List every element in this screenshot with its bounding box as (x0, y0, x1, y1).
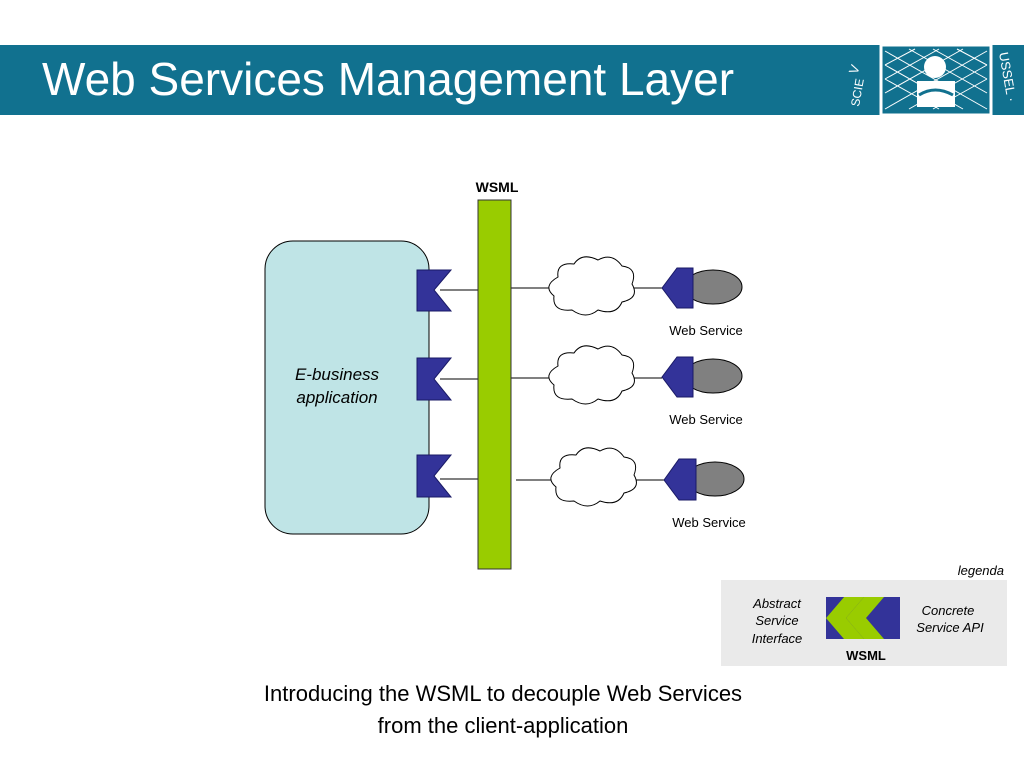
app-label-line-1: E-business (295, 365, 380, 384)
legend-left-line-3: Interface (752, 631, 803, 646)
legend-right-line-2: Service API (916, 620, 984, 635)
legend-left-line-2: Service (755, 613, 798, 628)
legend-bottom-label: WSML (846, 648, 886, 663)
title-bar: Web Services Management Layer V SCIE USS… (0, 45, 1024, 115)
slide-title: Web Services Management Layer (42, 53, 735, 105)
university-seal-icon: V SCIE USSEL · (846, 45, 1020, 115)
abstract-interface-connector-1 (416, 269, 453, 312)
network-cloud-icon-3 (550, 447, 637, 507)
wsml-bar-label: WSML (476, 179, 519, 195)
concrete-service-api-1 (661, 267, 694, 309)
svg-text:SCIE: SCIE (848, 77, 867, 107)
web-service-label-2: Web Service (669, 412, 742, 427)
caption-line-1: Introducing the WSML to decouple Web Ser… (263, 681, 743, 706)
concrete-service-api-2 (661, 356, 694, 398)
web-service-label-3: Web Service (672, 515, 745, 530)
web-service-label-1: Web Service (669, 323, 742, 338)
abstract-interface-connector-2 (416, 357, 453, 401)
app-label-line-2: application (296, 388, 377, 407)
legend-title: legenda (958, 563, 1004, 578)
legend-left-line-1: Abstract (752, 596, 802, 611)
abstract-interface-connector-3 (416, 454, 453, 498)
legend-right-line-1: Concrete (922, 603, 975, 618)
slide-caption: Introducing the WSML to decouple Web Ser… (200, 678, 806, 742)
wsml-bar (477, 199, 512, 570)
legend-wsml-symbol-icon (826, 597, 900, 639)
concrete-service-api-3 (663, 458, 697, 501)
network-cloud-icon-2 (548, 345, 635, 405)
network-cloud-icon-1 (548, 256, 635, 316)
caption-line-2: from the client-application (377, 713, 629, 738)
